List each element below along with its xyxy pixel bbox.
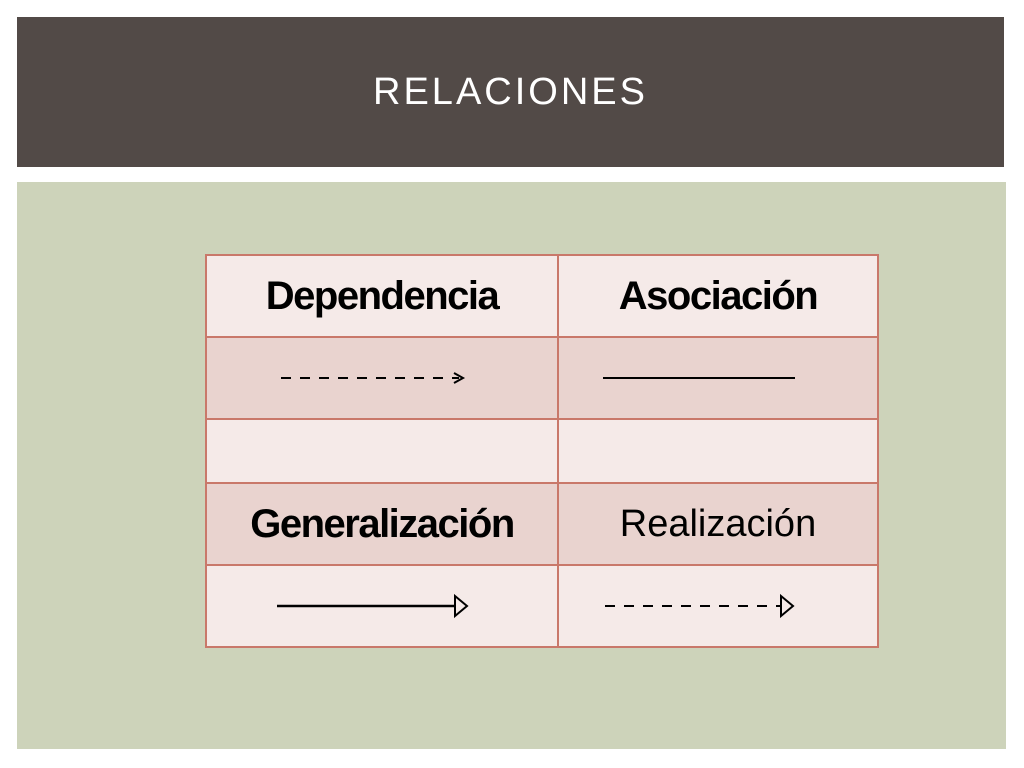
table-row: Dependencia Asociación — [205, 254, 879, 338]
realizacion-label: Realización — [619, 502, 817, 545]
table-cell — [205, 564, 559, 648]
table-cell — [557, 336, 879, 420]
slide-title: RELACIONES — [373, 70, 648, 113]
table-cell: Generalización — [205, 482, 559, 566]
table-cell — [557, 564, 879, 648]
solid-line-icon — [603, 377, 795, 379]
generalizacion-label: Generalización — [250, 501, 515, 546]
table-cell: Asociación — [557, 254, 879, 338]
dashed-open-arrow-icon — [281, 372, 466, 384]
table-cell: Dependencia — [205, 254, 559, 338]
relations-table: Dependencia Asociación Generalización Re… — [205, 254, 879, 648]
table-cell — [205, 336, 559, 420]
table-row: Generalización Realización — [205, 482, 879, 566]
table-cell: Realización — [557, 482, 879, 566]
dashed-hollow-triangle-arrow-icon — [605, 593, 795, 619]
asociacion-label: Asociación — [618, 273, 819, 318]
table-cell — [205, 418, 559, 484]
table-row — [205, 418, 879, 484]
solid-hollow-triangle-arrow-icon — [277, 593, 469, 619]
title-bar: RELACIONES — [17, 17, 1004, 167]
table-row — [205, 564, 879, 648]
dependencia-label: Dependencia — [265, 273, 500, 318]
table-row — [205, 336, 879, 420]
table-cell — [557, 418, 879, 484]
